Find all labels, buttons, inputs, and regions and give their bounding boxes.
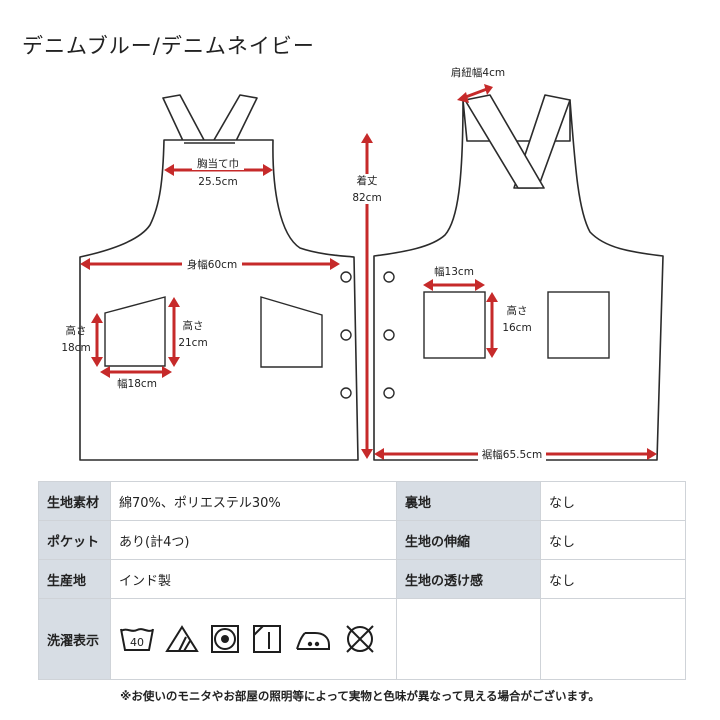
front-button-2 (340, 329, 352, 341)
measure-back-pocket-height: 高さ 16cm (486, 292, 532, 358)
chest-width-value: 25.5cm (198, 176, 237, 188)
lining-label: 裏地 (396, 481, 541, 521)
wash-40-icon: 40 (120, 628, 154, 651)
hem-width-label: 裾幅65.5cm (482, 448, 542, 461)
care-icons: 40 (119, 623, 396, 655)
front-pocket-height-right-label: 高さ (183, 319, 204, 332)
material-value: 綿70%、ポリエステル30% (110, 481, 397, 521)
front-pocket-height-left-label: 高さ (66, 324, 87, 337)
spec-row-material: 生地素材 綿70%、ポリエステル30% 裏地 なし (38, 481, 686, 521)
back-pocket-height-label: 高さ (507, 304, 528, 317)
pocket-value: あり(計4つ) (110, 520, 397, 560)
back-strap-left-to-right (464, 94, 545, 189)
measure-chest-width: 胸当て巾 25.5cm (164, 156, 273, 188)
front-pocket-height-left-value: 18cm (61, 342, 90, 354)
back-right-pocket (547, 291, 610, 359)
front-pocket-height-right-value: 21cm (178, 337, 207, 349)
origin-label: 生産地 (38, 559, 111, 599)
stretch-value: なし (540, 520, 686, 560)
front-right-pocket (260, 296, 323, 368)
spec-row-care: 洗濯表示 40 (38, 598, 686, 680)
measure-length: 着丈 82cm (348, 133, 386, 459)
measure-front-pocket-width: 幅18cm (100, 366, 172, 390)
measure-body-width: 身幅60cm (80, 256, 340, 271)
measure-front-pocket-height-right: 高さ 21cm (168, 297, 208, 367)
length-value: 82cm (352, 192, 381, 204)
care-empty-cell-1 (396, 598, 541, 680)
spec-row-origin: 生産地 インド製 生地の透け感 なし (38, 559, 686, 599)
back-view (373, 94, 664, 461)
measure-back-pocket-width: 幅13cm (423, 265, 485, 291)
measure-front-pocket-height-left: 高さ 18cm (61, 313, 103, 367)
front-left-pocket (104, 296, 166, 367)
no-dry-clean-icon (346, 625, 374, 653)
wash-temp-text: 40 (130, 636, 144, 649)
front-view (79, 94, 359, 461)
front-pocket-width-label: 幅18cm (117, 377, 157, 390)
chest-width-label: 胸当て巾 (197, 157, 239, 170)
origin-value: インド製 (110, 559, 397, 599)
back-pocket-height-value: 16cm (502, 322, 531, 334)
strap-width-label: 肩紐幅4cm (451, 66, 505, 79)
sheer-value: なし (540, 559, 686, 599)
footnote: ※お使いのモニタやお部屋の照明等によって実物と色味が異なって見える場合がございま… (120, 689, 600, 703)
spec-table: 生地素材 綿70%、ポリエステル30% 裏地 なし ポケット あり(計4つ) 生… (38, 481, 686, 680)
iron-medium-icon (296, 632, 330, 650)
body-width-label: 身幅60cm (187, 258, 237, 271)
back-left-pocket (423, 291, 486, 359)
back-pocket-width-label: 幅13cm (434, 265, 474, 278)
line-dry-shade-icon (253, 625, 281, 653)
measure-strap-width: 肩紐幅4cm (451, 66, 505, 103)
stretch-label: 生地の伸縮 (396, 520, 541, 560)
front-left-strap (162, 94, 205, 144)
back-button-3 (383, 387, 395, 399)
care-icons-cell: 40 (110, 598, 397, 680)
measure-hem-width: 裾幅65.5cm (374, 446, 657, 461)
page-title: デニムブルー/デニムネイビー (22, 34, 315, 58)
front-button-3 (340, 387, 352, 399)
length-label: 着丈 (357, 174, 378, 187)
back-apron-body (373, 99, 664, 461)
spec-row-pocket: ポケット あり(計4つ) 生地の伸縮 なし (38, 520, 686, 560)
pocket-label: ポケット (38, 520, 111, 560)
bleach-triangle-icon (165, 625, 199, 652)
sheer-label: 生地の透け感 (396, 559, 541, 599)
care-empty-cell-2 (540, 598, 686, 680)
tumble-dry-icon (211, 625, 239, 653)
apron-diagram: 胸当て巾 25.5cm 身幅60cm 高さ 18cm 高さ 21cm 幅18cm… (61, 66, 664, 461)
back-button-1 (383, 271, 395, 283)
material-label: 生地素材 (38, 481, 111, 521)
back-button-2 (383, 329, 395, 341)
front-right-strap (213, 94, 258, 144)
care-label: 洗濯表示 (38, 598, 111, 680)
lining-value: なし (540, 481, 686, 521)
front-apron-body (79, 139, 359, 461)
front-button-1 (340, 271, 352, 283)
